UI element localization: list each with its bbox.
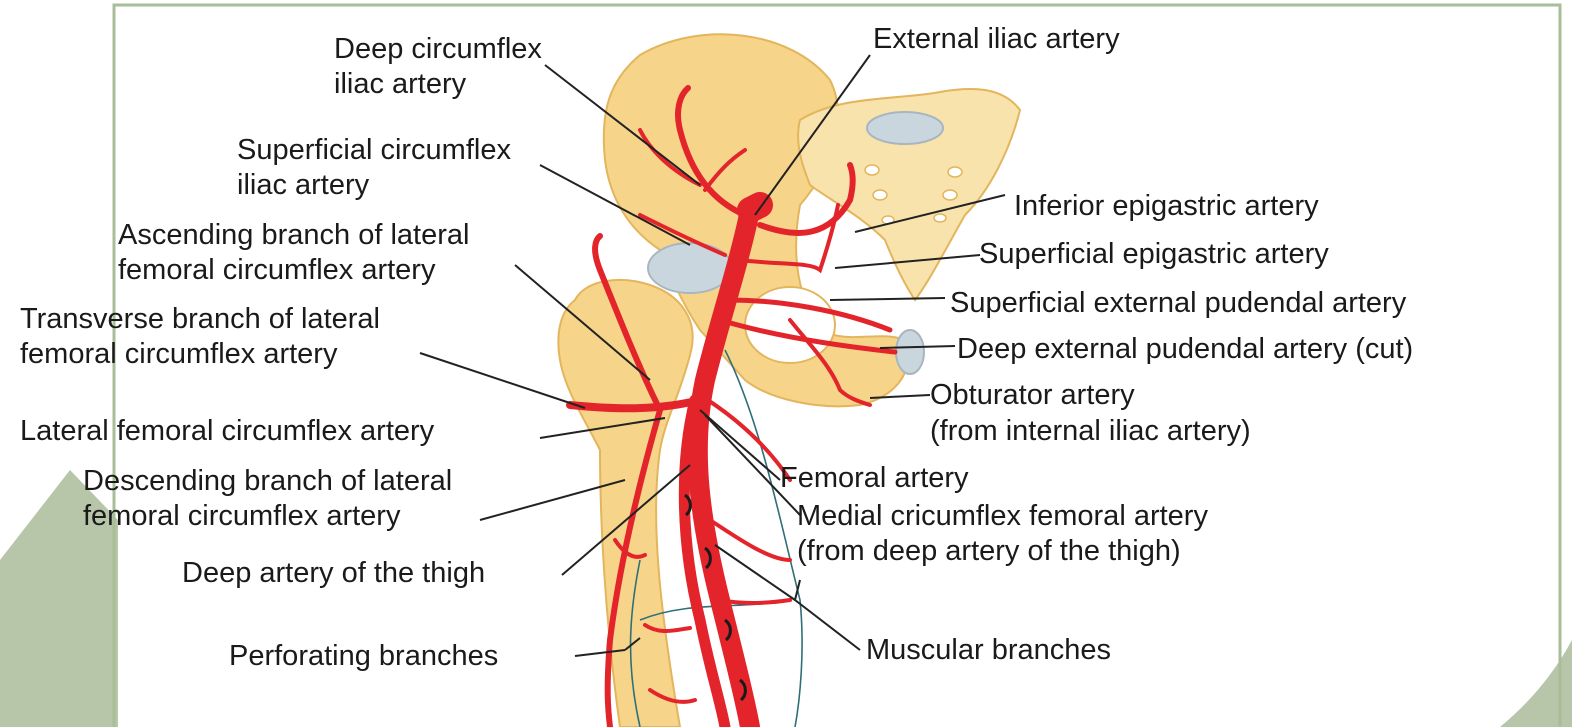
label-inferior-epigastric: Inferior epigastric artery bbox=[1014, 190, 1319, 223]
label-superficial-external-pudendal: Superficial external pudendal artery bbox=[950, 287, 1406, 320]
label-perforating: Perforating branches bbox=[229, 640, 498, 673]
label-external-iliac: External iliac artery bbox=[873, 23, 1120, 56]
pubic-symphysis bbox=[896, 330, 924, 374]
label-obturator-2: (from internal iliac artery) bbox=[930, 415, 1251, 448]
label-transverse-branch-1: Transverse branch of lateral bbox=[20, 303, 380, 336]
label-medial-circumflex-2: (from deep artery of the thigh) bbox=[797, 535, 1181, 568]
label-muscular: Muscular branches bbox=[866, 634, 1111, 667]
label-deep-circumflex-iliac-2: iliac artery bbox=[334, 68, 466, 101]
label-superficial-circumflex-iliac-2: iliac artery bbox=[237, 169, 369, 202]
sacral-disc bbox=[867, 112, 943, 144]
label-lateral-femoral-circumflex: Lateral femoral circumflex artery bbox=[20, 415, 434, 448]
obturator-foramen bbox=[745, 287, 835, 363]
label-ascending-branch-1: Ascending branch of lateral bbox=[118, 219, 469, 252]
label-descending-branch-1: Descending branch of lateral bbox=[83, 465, 452, 498]
label-deep-circumflex-iliac-1: Deep circumflex bbox=[334, 33, 542, 66]
label-deep-external-pudendal: Deep external pudendal artery (cut) bbox=[957, 333, 1413, 366]
label-ascending-branch-2: femoral circumflex artery bbox=[118, 254, 435, 287]
label-descending-branch-2: femoral circumflex artery bbox=[83, 500, 400, 533]
label-superficial-epigastric: Superficial epigastric artery bbox=[979, 238, 1329, 271]
label-medial-circumflex-1: Medial cricumflex femoral artery bbox=[797, 500, 1208, 533]
label-superficial-circumflex-iliac-1: Superficial circumflex bbox=[237, 134, 511, 167]
label-deep-artery-thigh: Deep artery of the thigh bbox=[182, 557, 485, 590]
femur-bone bbox=[558, 280, 692, 727]
label-femoral-artery: Femoral artery bbox=[780, 462, 969, 495]
label-obturator-1: Obturator artery bbox=[930, 379, 1135, 412]
label-transverse-branch-2: femoral circumflex artery bbox=[20, 338, 337, 371]
